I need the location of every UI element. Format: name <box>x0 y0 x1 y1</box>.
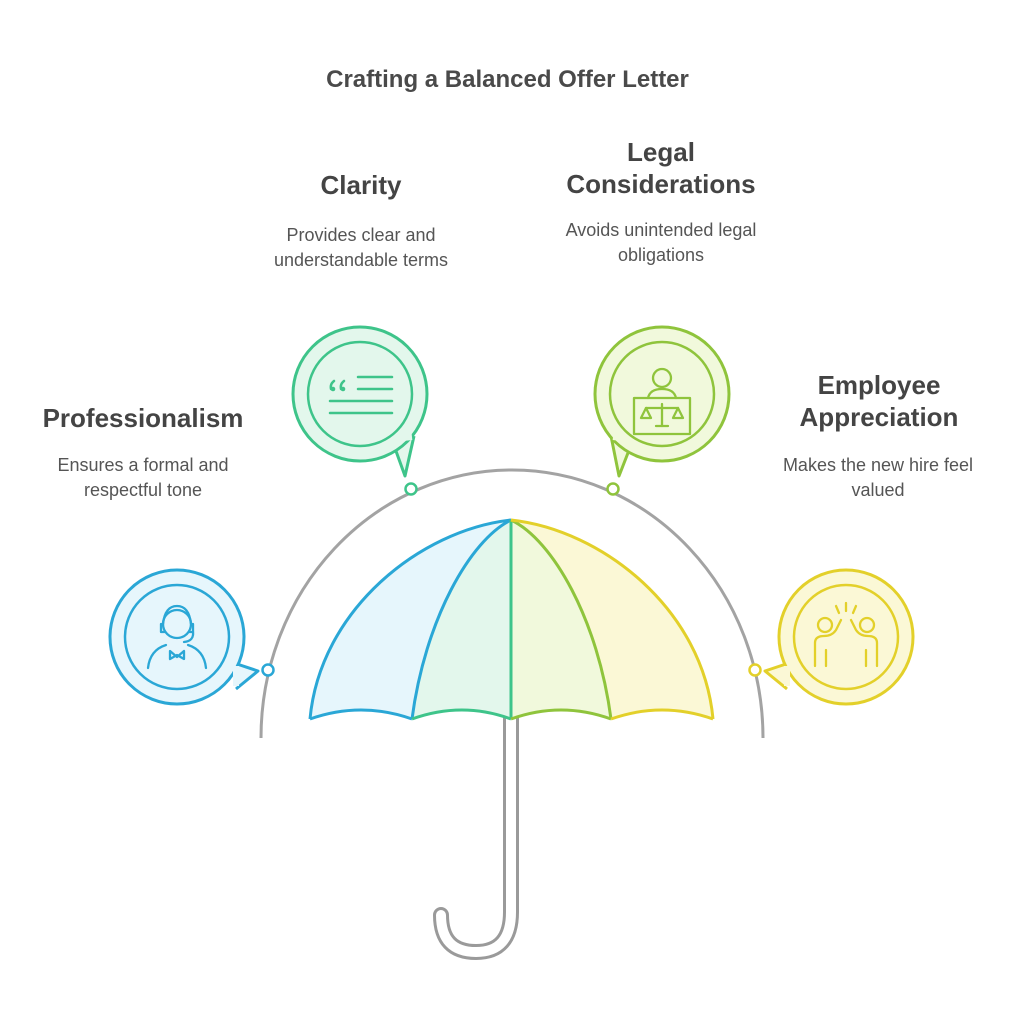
connector-dot-professionalism <box>261 663 275 677</box>
connector-dot-legal <box>606 482 620 496</box>
diagram-title: Crafting a Balanced Offer Letter <box>326 66 689 93</box>
canopy-scallop-1 <box>309 708 413 721</box>
professionalism-description: Ensures a formal and respectful tone <box>57 455 229 500</box>
connector-dot-clarity <box>404 482 418 496</box>
canopy-panel-2 <box>412 520 511 719</box>
canopy-scallop-4 <box>610 708 714 721</box>
canopy-rib-left-edge <box>308 518 512 720</box>
legal-considerations-heading: Legal Considerations <box>566 137 756 199</box>
employee-appreciation-description: Makes the new hire feel valued <box>782 455 974 500</box>
outer-arc <box>259 468 765 739</box>
clarity-description: Provides clear and understandable terms <box>273 225 449 270</box>
employee-appreciation-bubble <box>763 568 915 706</box>
professionalism-heading: Professionalism <box>42 403 244 433</box>
legal-considerations-bubble <box>593 325 731 478</box>
canopy-rib-right-edge <box>510 518 715 720</box>
umbrella-handle <box>433 708 519 960</box>
canopy-scallop-3 <box>510 708 612 721</box>
employee-appreciation-heading: Employee Appreciation <box>799 370 959 432</box>
judge-scales-icon <box>632 367 692 436</box>
canopy-scallop-2 <box>411 708 512 721</box>
clarity-bubble <box>291 325 429 478</box>
legal-considerations-description: Avoids unintended legal obligations <box>565 220 757 265</box>
high-five-icon <box>813 601 879 668</box>
quote-text-icon <box>328 375 394 415</box>
clarity-heading: Clarity <box>320 170 402 200</box>
canopy-rib-1 <box>410 518 512 720</box>
canopy-rib-3 <box>510 518 613 720</box>
customer-service-agent-icon <box>146 604 208 670</box>
canopy-panel-3 <box>511 520 611 719</box>
connector-dot-appreciation <box>748 663 762 677</box>
